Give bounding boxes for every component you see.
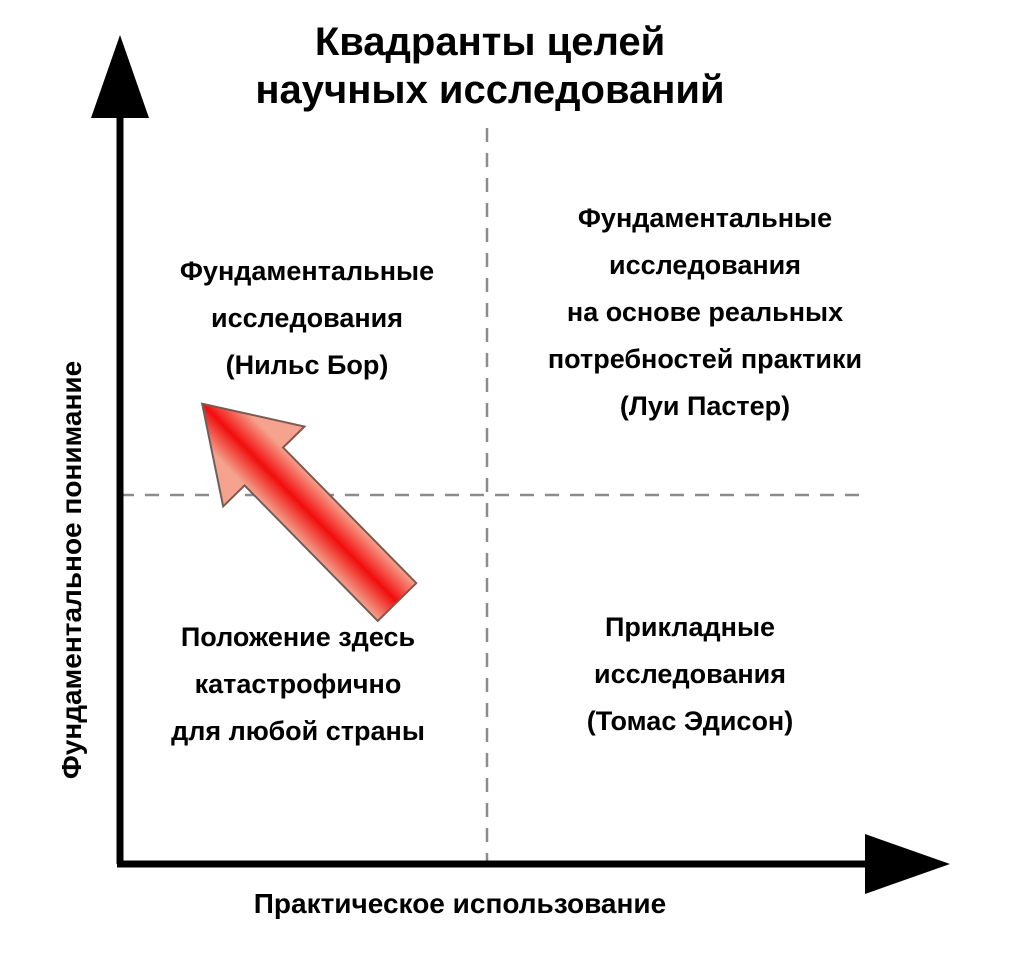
quadrant-text-line: для любой страны — [171, 716, 425, 746]
quadrant-text-line: Прикладные — [604, 612, 776, 642]
y-axis-label: Фундаментальное понимание — [56, 360, 87, 780]
quadrant-text-line: (Томас Эдисон) — [586, 706, 794, 736]
quadrant-text-line: исследования — [609, 250, 801, 280]
quadrant-text-line: Положение здесь — [180, 622, 416, 652]
y-axis-arrowhead — [91, 35, 149, 118]
quadrant-text-line: исследования — [211, 303, 403, 333]
quadrant-text-line: потребностей практики — [547, 344, 863, 374]
quadrant-text-line: (Луи Пастер) — [619, 391, 791, 421]
quadrant-text-line: исследования — [594, 659, 786, 689]
diagram-title: Квадранты целей научных исследований — [180, 18, 800, 114]
quadrant-top-left: Фундаментальные исследования (Нильс Бор) — [127, 248, 487, 389]
quadrant-text-line: катастрофично — [194, 669, 402, 699]
quadrant-text-line: на основе реальных — [566, 297, 844, 327]
x-axis-label: Практическое использование — [253, 888, 667, 919]
x-axis-arrowhead — [865, 834, 950, 894]
title-line-2: научных исследований — [255, 68, 725, 112]
quadrant-text-line: Фундаментальные — [577, 203, 833, 233]
quadrant-text-line: (Нильс Бор) — [225, 350, 389, 380]
quadrant-text-line: Фундаментальные — [179, 256, 435, 286]
title-line-1: Квадранты целей — [314, 20, 666, 64]
quadrant-bottom-right: Прикладные исследования (Томас Эдисон) — [510, 604, 870, 745]
progress-arrow — [200, 402, 418, 623]
quadrant-top-right: Фундаментальные исследования на основе р… — [495, 195, 915, 430]
quadrant-bottom-left: Положение здесь катастрофично для любой … — [123, 614, 473, 755]
